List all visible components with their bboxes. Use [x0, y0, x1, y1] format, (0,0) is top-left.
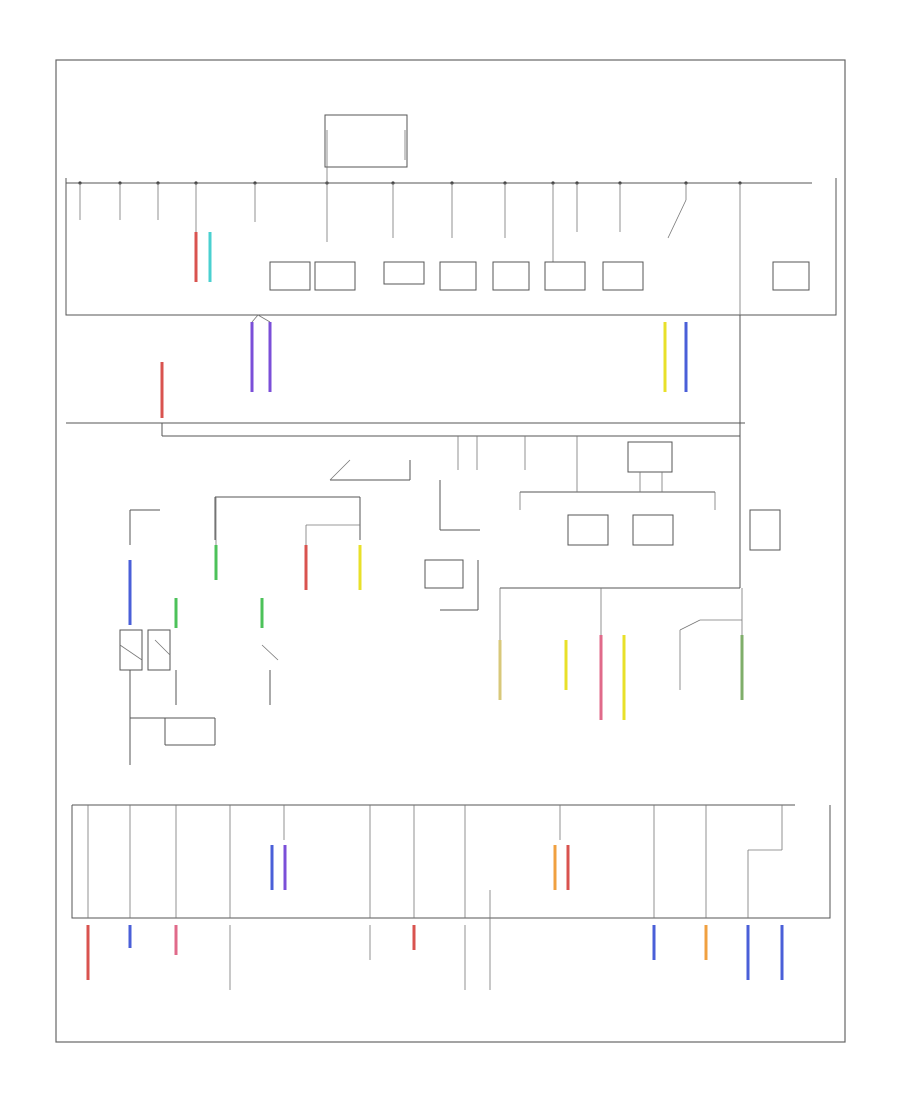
upper-junction-box: [65, 178, 837, 316]
mid-component-1: [567, 514, 609, 546]
right-middle-wire-segments: [498, 588, 744, 720]
upper-component-8: [772, 261, 810, 291]
upper-component-3: [383, 261, 425, 285]
upper-component-6: [544, 261, 586, 291]
top-relay: [324, 114, 408, 183]
middle-bus: [66, 315, 745, 588]
lower-fuse-drops: [87, 805, 783, 918]
upper-component-2: [314, 261, 356, 291]
middle-relay-area: [129, 459, 411, 545]
bottom-wire-segments: [86, 890, 784, 990]
lower-junction-box: [71, 804, 831, 919]
mid-component-2: [632, 514, 674, 546]
mid-component-3: [749, 509, 781, 551]
upper-component-boxes: [269, 261, 810, 291]
upper-component-5: [492, 261, 530, 291]
middle-right-section: [424, 436, 781, 611]
middle-wire-segments: [128, 497, 362, 628]
upper-fuse-drops: [79, 183, 741, 315]
upper-component-4: [439, 261, 477, 291]
upper-component-1: [269, 261, 311, 291]
diagram-frame: [55, 59, 846, 1043]
upper-component-7: [602, 261, 644, 291]
upper-wire-segments: [160, 232, 688, 418]
relay-switches: [119, 629, 279, 765]
